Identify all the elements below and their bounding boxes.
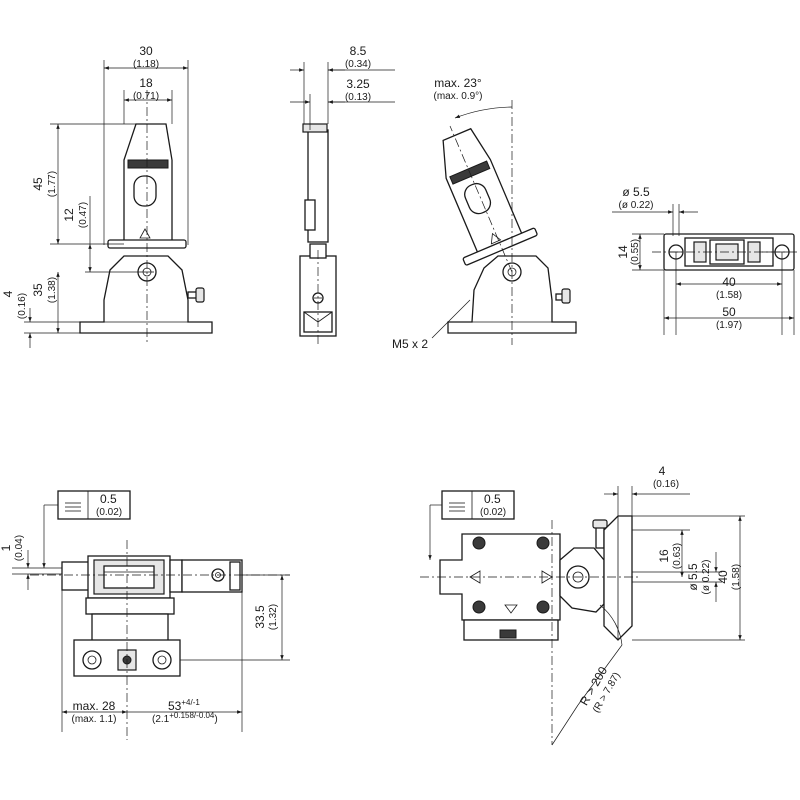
dim-14-inch: (0.55) [630,239,641,265]
lower-left-dimensions: 0.5 1 (0.04) 33.5 (1.32) max. 28 (max. 1… [0,492,290,732]
dim-max-28-inch: (max. 1.1) [71,714,116,725]
lower-right-view [420,490,640,745]
top-view-dimensions: ø 5.5 (ø 0.22) 14 (0.55) 40 (1.58) 50 (1… [612,185,795,335]
dim-1: 1 [0,544,13,551]
tilted-view-labels: max. 23° (max. 0.9°) M5 x 2 [392,76,483,351]
dim-8-5: 8.5 [350,44,367,58]
dim-30: 30 [139,44,153,58]
dim-3-25: 3.25 [346,77,370,91]
dim-4-inch: (0.16) [17,293,28,319]
flatness-value-2-inch: (0.02) [480,507,506,518]
dim-33-5: 33.5 [253,605,267,629]
dim-18: 18 [139,76,153,90]
dim-30-inch: (1.18) [133,59,159,70]
dim-40: 40 [722,275,736,289]
dim-40-inch: (1.58) [716,290,742,301]
dim-33-5-inch: (1.32) [268,604,279,630]
dim-max-28: max. 28 [73,699,116,713]
dim-53: 53+4/-1 [168,698,200,713]
dim-dia-5-5-bracket-inch: (ø 0.22) [701,559,712,594]
front-view-labels: 30 (1.18) 18 (0.71) 45 (1.77) 12 (0.47) … [1,44,159,319]
side-view-dimensions: 8.5 (0.34) 3.25 (0.13) [290,44,395,130]
dim-12-inch: (0.47) [78,202,89,228]
dim-53-value: 53 [168,699,182,713]
dim-4-bracket-inch: (0.16) [653,479,679,490]
max-angle: max. 23° [434,76,482,90]
dim-50: 50 [722,305,736,319]
front-view [79,90,213,345]
front-view-dimensions [24,60,189,348]
dim-12: 12 [62,208,76,222]
dim-45: 45 [31,177,45,191]
dim-4-bracket: 4 [659,464,666,478]
dim-35-inch: (1.38) [47,277,58,303]
thread-m5: M5 x 2 [392,337,428,351]
dim-dia-5-5-bracket: ø 5.5 [686,563,700,591]
dim-3-25-inch: (0.13) [345,92,371,103]
dim-16: 16 [657,549,671,563]
dim-40-bracket-inch: (1.58) [731,564,742,590]
dim-dia-5-5-inch: (ø 0.22) [618,200,653,211]
dim-4: 4 [1,290,15,297]
tilted-view [431,100,577,345]
dim-35: 35 [31,283,45,297]
max-angle-inch: (max. 0.9°) [433,91,482,102]
dim-18-inch: (0.71) [133,91,159,102]
lower-right-dimensions: 0.5 4 (0.16) 16 (0.63) ø 5.5 (ø 0.22) 40… [484,464,745,746]
top-view [652,233,800,271]
dim-8-5-inch: (0.34) [345,59,371,70]
lower-left-view [30,490,290,740]
dim-40-bracket: 40 [716,570,730,584]
dim-dia-5-5: ø 5.5 [622,185,650,199]
dim-45-inch: (1.77) [47,171,58,197]
flatness-value-2: 0.5 [484,492,501,506]
flatness-value-1-inch: (0.02) [96,507,122,518]
dim-53-tolerance: +4/-1 [181,698,200,707]
dim-14: 14 [616,245,630,259]
dim-53-inch: (2.1+0.158/-0.04) [152,711,218,725]
side-view [299,123,337,345]
dim-16-inch: (0.63) [672,543,683,569]
flatness-value-1: 0.5 [100,492,117,506]
dim-50-inch: (1.97) [716,320,742,331]
dim-1-inch: (0.04) [14,535,25,561]
